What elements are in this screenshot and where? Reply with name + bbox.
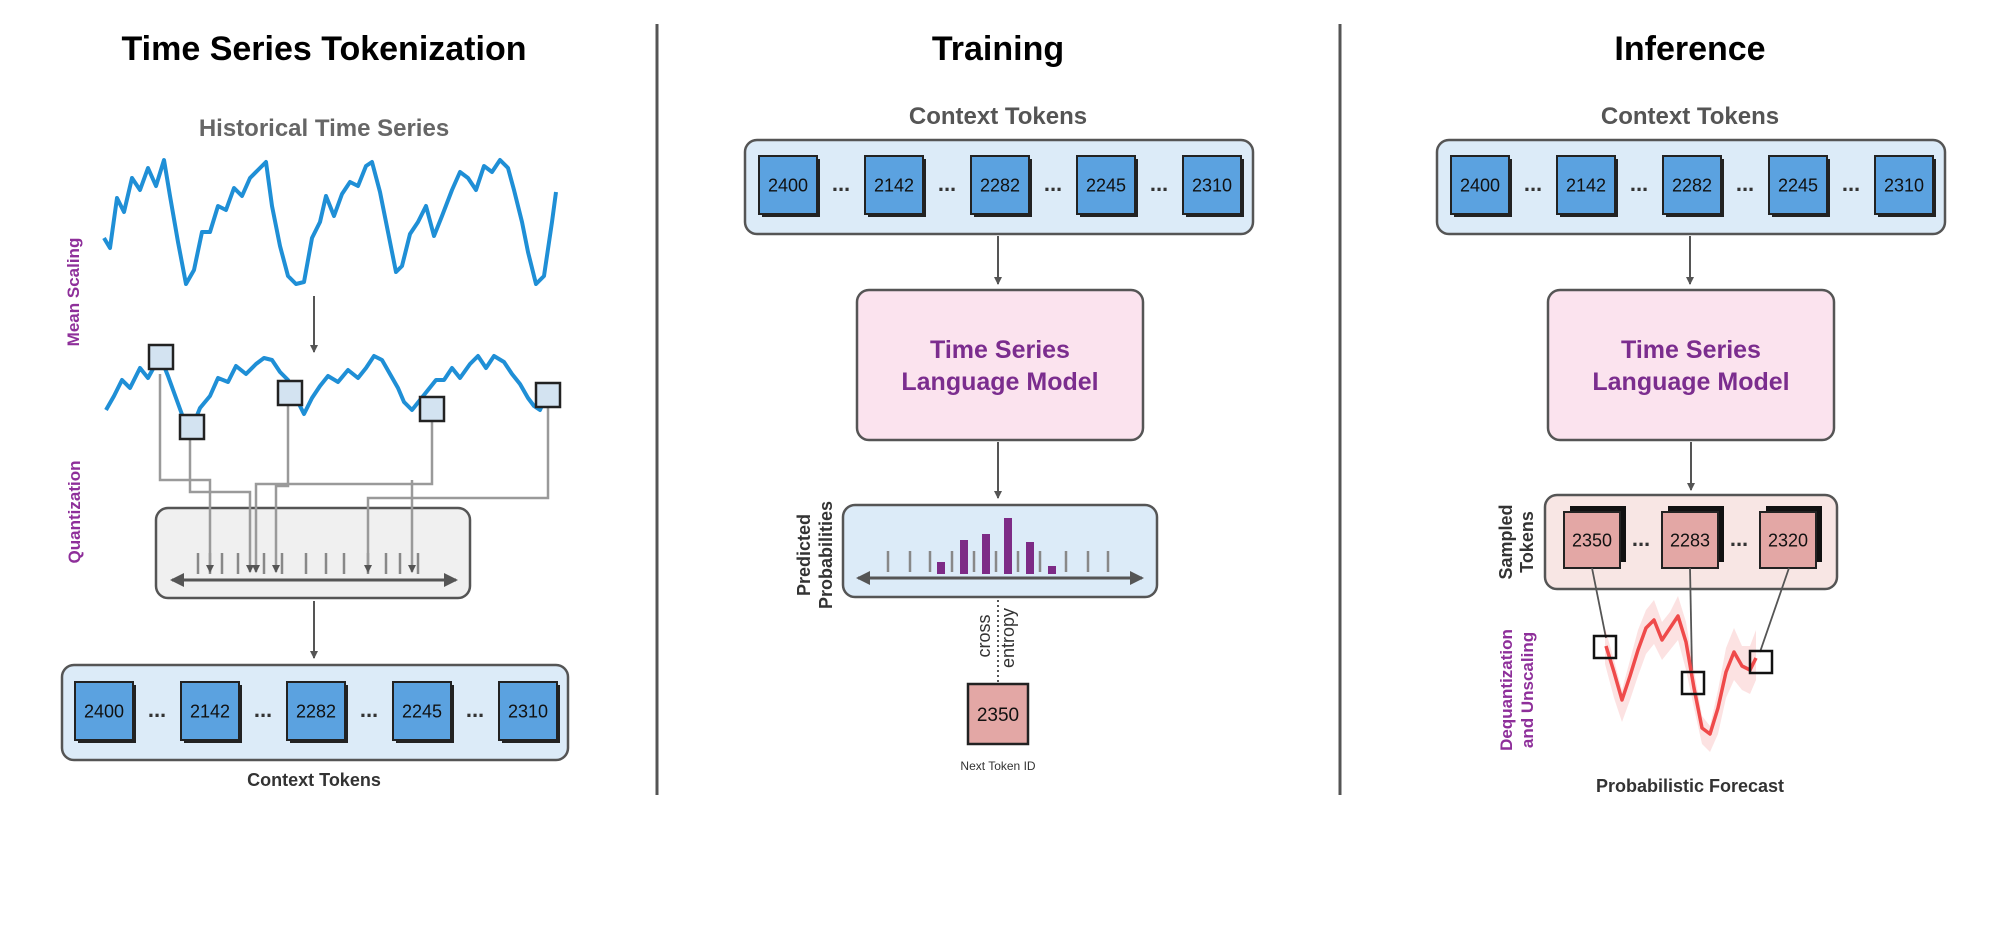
inference-model-box bbox=[1546, 288, 1836, 442]
token-ellipsis: ... bbox=[1044, 171, 1062, 196]
token-box bbox=[1450, 155, 1510, 215]
sampled-tokens: 2350... 2283... 2320 bbox=[1563, 506, 1822, 569]
forecast-line bbox=[1604, 614, 1758, 736]
cross-entropy-line1: cross bbox=[974, 614, 994, 657]
token-box bbox=[180, 681, 240, 741]
token-value: 2142 bbox=[874, 175, 914, 195]
predicted-label-line2: Probabilities bbox=[816, 501, 836, 609]
token-box bbox=[498, 681, 558, 741]
token-value: 2245 bbox=[1086, 175, 1126, 195]
forecast-label: Probabilistic Forecast bbox=[1596, 776, 1784, 796]
token-ellipsis: ... bbox=[938, 171, 956, 196]
token-box bbox=[1182, 155, 1242, 215]
inference-section: Inference Context Tokens 2400...2142...2… bbox=[1435, 30, 1947, 796]
tokenization-context-tokens: 2400... 2142... 2282... 2245... 2310 bbox=[74, 681, 560, 743]
token-ellipsis: ... bbox=[360, 697, 378, 722]
forecast-point-markers bbox=[1592, 634, 1774, 696]
quantization-connectors bbox=[158, 374, 550, 573]
inference-model-line2: Language Model bbox=[1592, 368, 1789, 396]
token-value: 2282 bbox=[296, 701, 336, 721]
token-value: 2350 bbox=[1572, 530, 1612, 550]
training-section: Training Context Tokens 2400... 2142... 22… bbox=[743, 30, 1255, 773]
token-box bbox=[1556, 155, 1616, 215]
inference-title: Inference bbox=[1614, 30, 1765, 68]
token-box bbox=[1759, 511, 1817, 569]
next-token-box bbox=[966, 682, 1030, 746]
token-value: 2245 bbox=[402, 701, 442, 721]
token-value: 2282 bbox=[1672, 175, 1712, 195]
token-box bbox=[392, 681, 452, 741]
predicted-label-line1: Predicted bbox=[794, 514, 814, 596]
token-ellipsis: ... bbox=[148, 697, 166, 722]
token-ellipsis: ... bbox=[1524, 171, 1542, 196]
token-ellipsis: ... bbox=[1730, 526, 1748, 551]
token-ellipsis: ... bbox=[1736, 171, 1754, 196]
predicted-probabilities-panel bbox=[841, 503, 1159, 599]
mean-scaling-label: Mean Scaling bbox=[64, 238, 83, 347]
quantization-label: Quantization bbox=[65, 461, 84, 564]
quantization-panel bbox=[154, 506, 472, 600]
token-box bbox=[864, 155, 924, 215]
probability-minor-ticks bbox=[928, 551, 1042, 572]
sampled-label-line2: Tokens bbox=[1517, 511, 1537, 573]
token-ellipsis: ... bbox=[832, 171, 850, 196]
token-ellipsis: ... bbox=[1632, 526, 1650, 551]
token-value: 2142 bbox=[190, 701, 230, 721]
token-ellipsis: ... bbox=[254, 697, 272, 722]
token-ellipsis: ... bbox=[466, 697, 484, 722]
dequantization-connectors bbox=[1591, 567, 1790, 671]
inference-context-tokens: 2400... 2142... 2282... 2245... 2310 bbox=[1450, 155, 1936, 217]
token-box bbox=[1661, 511, 1719, 569]
next-token-value: 2350 bbox=[977, 705, 1019, 726]
dequantization-label-line1: Dequantization bbox=[1497, 629, 1516, 751]
token-value: 2310 bbox=[1884, 175, 1924, 195]
token-value: 2400 bbox=[768, 175, 808, 195]
training-model-line1: Time Series bbox=[930, 336, 1070, 364]
sample-point-markers bbox=[147, 343, 562, 441]
token-value: 2283 bbox=[1670, 530, 1710, 550]
historical-series-line bbox=[102, 158, 558, 286]
quantization-ticks bbox=[196, 553, 420, 574]
token-box bbox=[970, 155, 1030, 215]
token-box bbox=[1768, 155, 1828, 215]
token-box bbox=[1874, 155, 1934, 215]
historical-series-label: Historical Time Series bbox=[199, 115, 449, 142]
training-context-label: Context Tokens bbox=[909, 103, 1087, 130]
tokenization-context-label: Context Tokens bbox=[247, 770, 381, 790]
token-value: 2320 bbox=[1768, 530, 1808, 550]
dequantization-label-line2: and Unscaling bbox=[1518, 632, 1537, 748]
cross-entropy-line2: entropy bbox=[998, 608, 1018, 668]
token-box bbox=[1662, 155, 1722, 215]
token-value: 2310 bbox=[1192, 175, 1232, 195]
next-token-label: Next Token ID bbox=[960, 759, 1035, 773]
tokenization-section: Time Series Tokenization Historical Time… bbox=[60, 30, 570, 790]
training-context-tokens: 2400... 2142... 2282... 2245... 2310 bbox=[758, 155, 1244, 217]
tokenization-title: Time Series Tokenization bbox=[122, 30, 527, 68]
token-ellipsis: ... bbox=[1630, 171, 1648, 196]
training-model-box bbox=[855, 288, 1145, 442]
token-box bbox=[74, 681, 134, 741]
sampled-label-line1: Sampled bbox=[1496, 504, 1516, 579]
token-box bbox=[1563, 511, 1621, 569]
training-title: Training bbox=[932, 30, 1064, 68]
token-value: 2310 bbox=[508, 701, 548, 721]
probability-bars bbox=[937, 518, 1056, 574]
training-model-line2: Language Model bbox=[901, 368, 1098, 396]
token-box bbox=[758, 155, 818, 215]
inference-model-line1: Time Series bbox=[1621, 336, 1761, 364]
probability-ticks bbox=[886, 551, 1110, 572]
token-ellipsis: ... bbox=[1842, 171, 1860, 196]
token-value: 2142 bbox=[1566, 175, 1606, 195]
inference-context-label: Context Tokens bbox=[1601, 103, 1779, 130]
token-box bbox=[286, 681, 346, 741]
token-box bbox=[1076, 155, 1136, 215]
token-value: 2245 bbox=[1778, 175, 1818, 195]
token-value: 2400 bbox=[84, 701, 124, 721]
token-value: 2282 bbox=[980, 175, 1020, 195]
token-ellipsis: ... bbox=[1150, 171, 1168, 196]
token-value: 2400 bbox=[1460, 175, 1500, 195]
